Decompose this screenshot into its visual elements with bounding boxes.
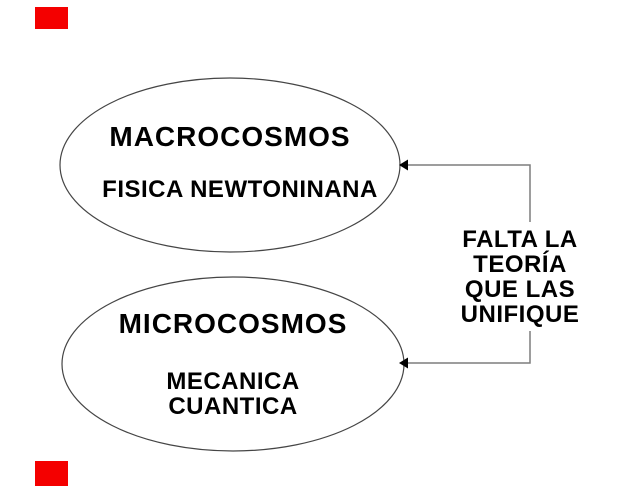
connector-label-line2: TEORÍA <box>473 251 567 278</box>
arrowhead-top-icon <box>399 159 408 171</box>
microcosmos-subtitle-line2: CUANTICA <box>168 393 298 420</box>
microcosmos-subtitle-line1: MECANICA <box>166 368 300 395</box>
microcosmos-subtitle: MECANICA CUANTICA <box>62 369 404 419</box>
red-corner-bar-bottom <box>35 461 68 486</box>
connector-label: FALTA LA TEORÍA QUE LAS UNIFIQUE <box>450 222 590 331</box>
arrowhead-bottom-icon <box>399 357 408 369</box>
microcosmos-title: MICROCOSMOS <box>118 308 348 339</box>
macrocosmos-title: MACROCOSMOS <box>109 121 351 152</box>
macrocosmos-ellipse-outline <box>59 77 401 253</box>
connector-label-line1: FALTA LA <box>462 226 578 253</box>
red-corner-bar-top <box>35 7 68 29</box>
macrocosmos-subtitle: FISICA NEWTONINANA <box>102 176 378 203</box>
connector-label-line4: UNIFIQUE <box>460 301 580 328</box>
microcosmos-ellipse-outline <box>61 276 405 452</box>
connector-label-line3: QUE LAS <box>464 276 576 303</box>
